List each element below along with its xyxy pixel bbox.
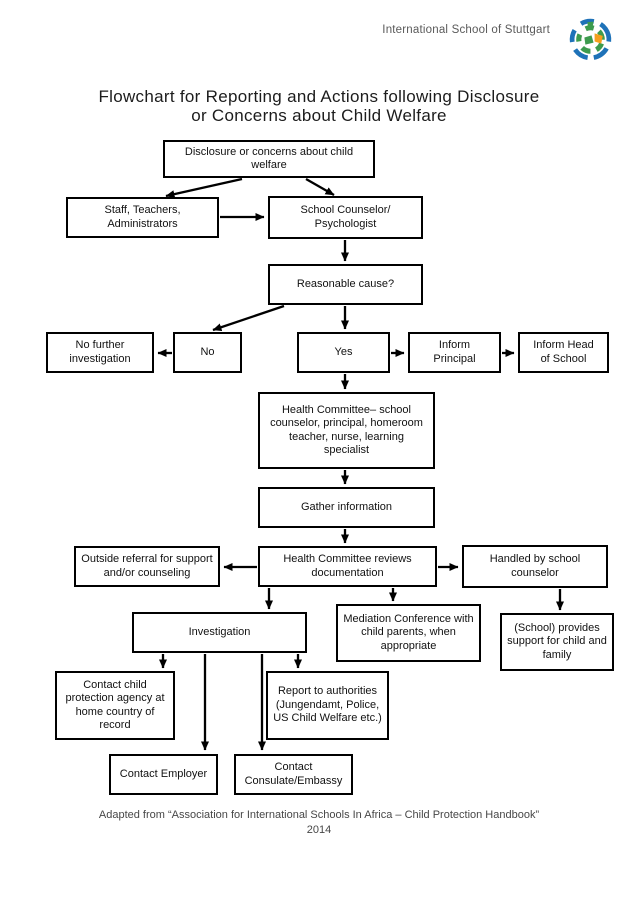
node-committee-reviews-documentation: Health Committee reviews documentation [258, 546, 437, 587]
node-no-further-investigation: No further investigation [46, 332, 154, 373]
node-yes: Yes [297, 332, 390, 373]
node-contact-employer: Contact Employer [109, 754, 218, 795]
school-name: International School of Stuttgart [382, 24, 550, 36]
node-handled-by-school-counselor: Handled by school counselor [462, 545, 608, 588]
footer-attribution: Adapted from “Association for Internatio… [0, 808, 638, 838]
node-no: No [173, 332, 242, 373]
node-gather-information: Gather information [258, 487, 435, 528]
node-school-counselor: School Counselor/ Psychologist [268, 196, 423, 239]
footer-year: 2014 [306, 824, 332, 836]
node-staff-teachers-administrators: Staff, Teachers, Administrators [66, 197, 219, 238]
edge-disclosure-counselor [305, 178, 335, 196]
page-title-line1: Flowchart for Reporting and Actions foll… [98, 87, 540, 106]
node-reasonable-cause: Reasonable cause? [268, 264, 423, 305]
node-health-committee: Health Committee– school counselor, prin… [258, 392, 435, 469]
edge-reasonable-no [212, 304, 285, 332]
node-contact-consulate-embassy: Contact Consulate/Embassy [234, 754, 353, 795]
school-logo-icon [569, 18, 612, 61]
edge-disclosure-staff [165, 177, 243, 199]
node-mediation-conference: Mediation Conference with child parents,… [336, 604, 481, 662]
node-inform-head-of-school: Inform Head of School [518, 332, 609, 373]
node-contact-child-protection-agency: Contact child protection agency at home … [55, 671, 175, 740]
footer-source: Adapted from “Association for Internatio… [98, 809, 540, 821]
node-investigation: Investigation [132, 612, 307, 653]
node-report-to-authorities: Report to authorities (Jungendamt, Polic… [266, 671, 389, 740]
node-disclosure: Disclosure or concerns about child welfa… [163, 140, 375, 178]
node-inform-principal: Inform Principal [408, 332, 501, 373]
page-title-line2: or Concerns about Child Welfare [191, 106, 447, 125]
node-outside-referral: Outside referral for support and/or coun… [74, 546, 220, 587]
node-school-provides-support: (School) provides support for child and … [500, 613, 614, 671]
page-title: Flowchart for Reporting and Actions foll… [0, 87, 638, 125]
